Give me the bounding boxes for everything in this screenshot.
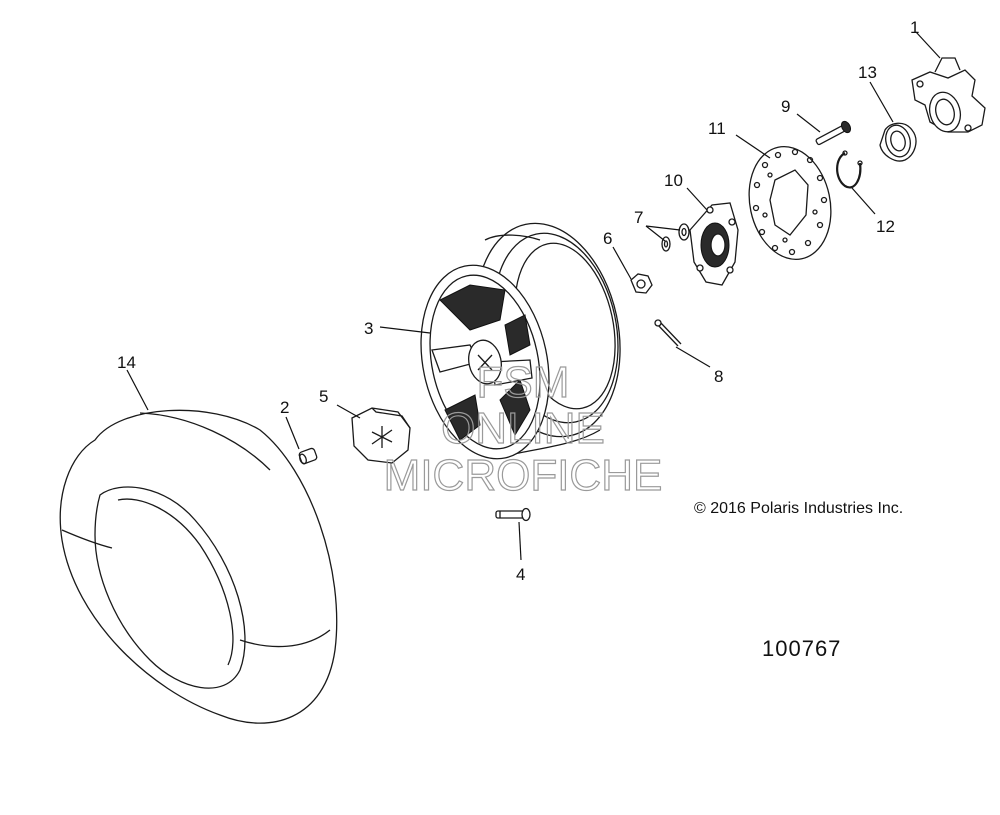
callout-6: 6 xyxy=(603,229,612,248)
watermark-line-3: MICROFICHE xyxy=(384,451,663,500)
callout-7: 7 xyxy=(634,208,643,227)
valve-stem xyxy=(298,447,318,465)
wheel-bolt xyxy=(495,507,531,522)
callout-12: 12 xyxy=(876,217,895,236)
castle-nut xyxy=(630,273,653,294)
callout-labels: 1 2 3 4 5 6 7 8 9 10 11 12 13 14 xyxy=(117,18,919,584)
cotter-pin xyxy=(654,319,682,347)
copyright-notice: © 2016 Polaris Industries Inc. xyxy=(694,500,903,517)
watermark-line-2: ONLINE xyxy=(441,404,605,453)
figure-number: 100767 xyxy=(762,636,841,661)
watermark: FSM ONLINE MICROFICHE xyxy=(383,357,663,500)
brake-disc xyxy=(748,145,832,261)
callout-2: 2 xyxy=(280,398,289,417)
knuckle xyxy=(911,57,986,133)
watermark-line-1: FSM xyxy=(477,358,570,407)
callout-14: 14 xyxy=(117,353,136,372)
callout-8: 8 xyxy=(714,367,723,386)
callout-1: 1 xyxy=(910,18,919,37)
callout-4: 4 xyxy=(516,565,525,584)
center-cap xyxy=(351,407,411,464)
snap-ring xyxy=(836,150,863,189)
tire xyxy=(59,409,338,724)
callout-9: 9 xyxy=(781,97,790,116)
hub-bolt xyxy=(815,120,852,146)
callout-11: 11 xyxy=(708,119,726,138)
hub xyxy=(689,202,739,286)
callout-13: 13 xyxy=(858,63,877,82)
leader-lines xyxy=(126,31,941,561)
wheel xyxy=(420,222,621,460)
bearing xyxy=(879,122,917,162)
callout-10: 10 xyxy=(664,171,683,190)
callout-3: 3 xyxy=(364,319,373,338)
callout-5: 5 xyxy=(319,387,328,406)
